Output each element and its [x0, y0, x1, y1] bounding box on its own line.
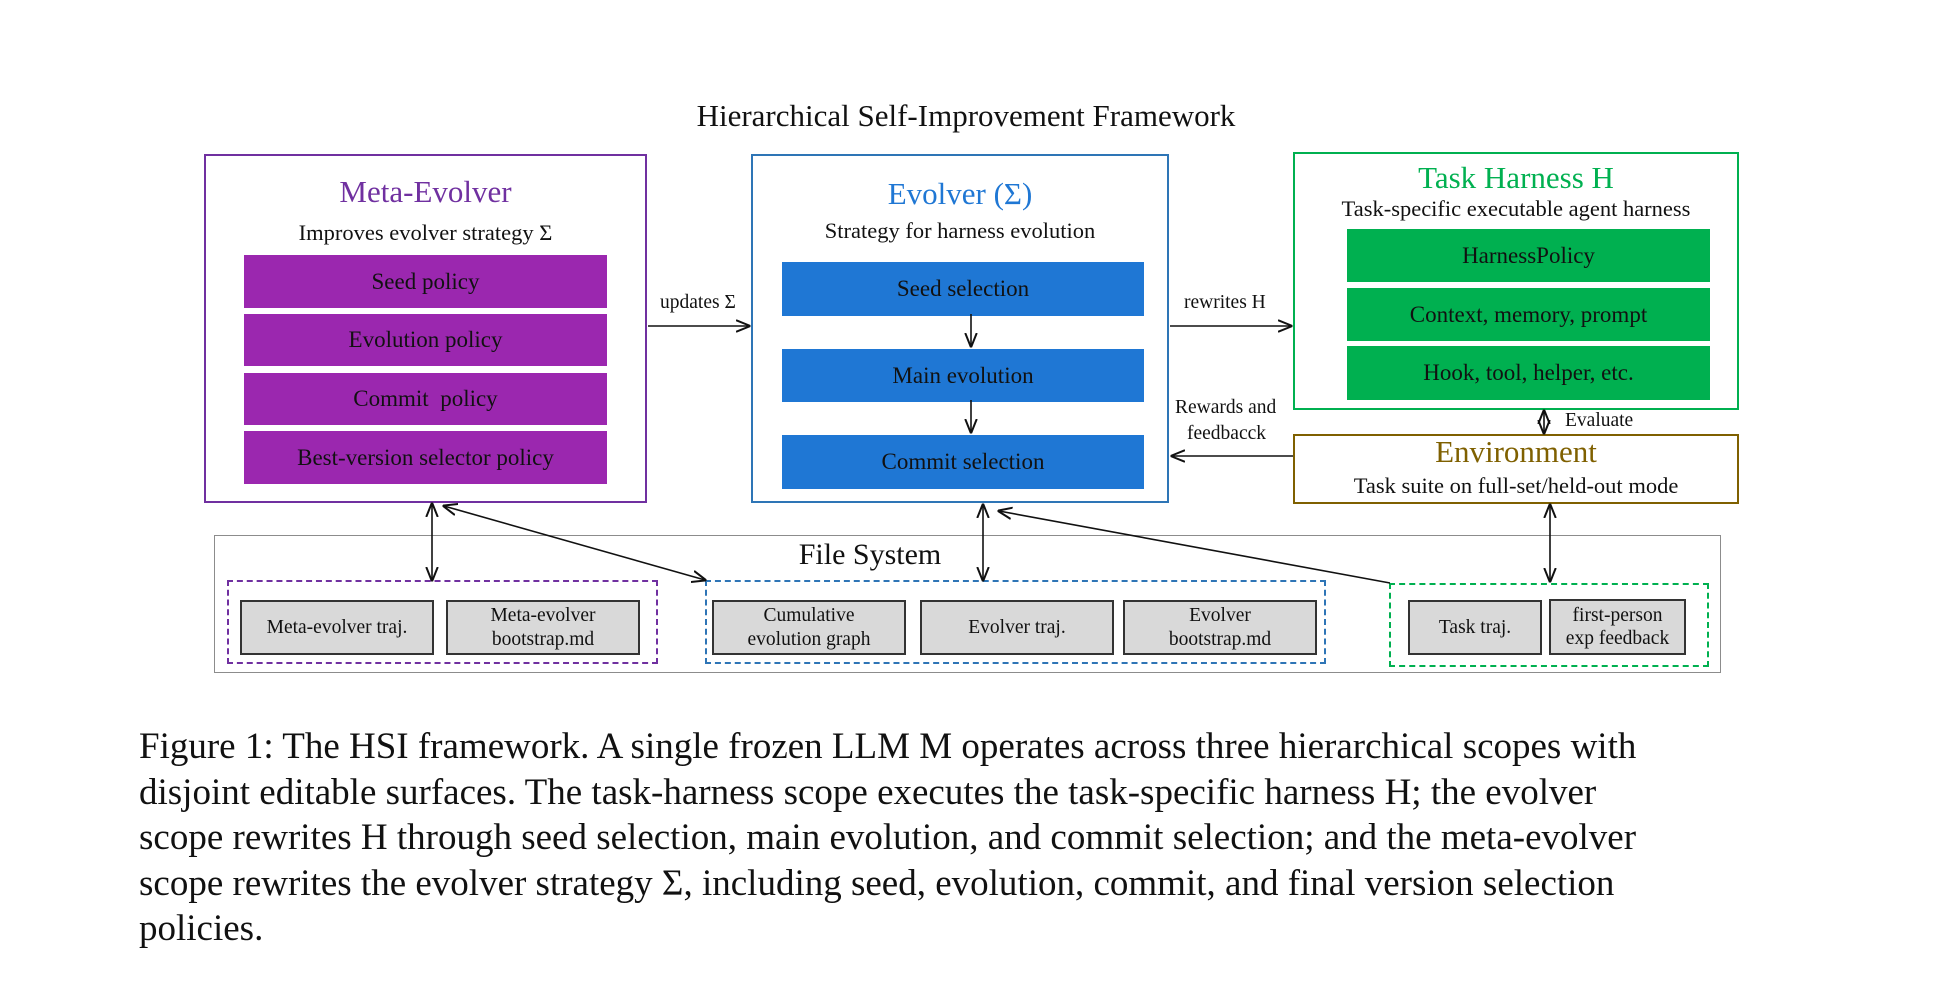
- environment-box: Environment Task suite on full-set/held-…: [1293, 434, 1739, 504]
- meta-evolver-bootstrap-file: Meta-evolver bootstrap.md: [446, 600, 640, 655]
- evolver-bootstrap-file: Evolver bootstrap.md: [1123, 600, 1317, 655]
- cumulative-evolution-graph-file: Cumulative evolution graph: [712, 600, 906, 655]
- file-system-box: File System: [214, 535, 1721, 673]
- evolver-files-group: [705, 580, 1326, 664]
- harness-policy-bar: HarnessPolicy: [1347, 229, 1710, 282]
- task-harness-box: Task Harness H Task-specific executable …: [1293, 152, 1739, 410]
- best-version-selector-policy-bar: Best-version selector policy: [244, 431, 607, 484]
- caption-line-3: scope rewrites H through seed selection,…: [139, 817, 1637, 858]
- context-memory-prompt-bar: Context, memory, prompt: [1347, 288, 1710, 341]
- commit-selection-bar: Commit selection: [782, 435, 1144, 489]
- task-files-group: [1389, 583, 1709, 667]
- task-files-to-evolver-arrow: [999, 511, 1391, 584]
- main-evolution-bar: Main evolution: [782, 349, 1144, 402]
- seed-policy-bar: Seed policy: [244, 255, 607, 308]
- evolver-subtitle: Strategy for harness evolution: [824, 218, 1096, 243]
- figure-title: Hierarchical Self-Improvement Framework: [696, 98, 1236, 133]
- evolver-traj-file: Evolver traj.: [920, 600, 1114, 655]
- figure-caption: Figure 1: The HSI framework. A single fr…: [139, 724, 1839, 952]
- meta-evolver-title: Meta-Evolver: [339, 174, 512, 209]
- commit-policy-bar: Commit policy: [244, 373, 607, 425]
- meta-evolver-subtitle: Improves evolver strategy Σ: [298, 220, 553, 245]
- first-person-exp-feedback-file: first-person exp feedback: [1549, 599, 1686, 655]
- meta-evolver-traj-file: Meta-evolver traj.: [240, 600, 434, 655]
- meta-evolver-box: Meta-Evolver Improves evolver strategy Σ…: [204, 154, 647, 503]
- rewards-label-line2: feedbacck: [1187, 423, 1267, 444]
- rewards-label-line1: Rewards and: [1175, 397, 1277, 418]
- hook-tool-helper-bar: Hook, tool, helper, etc.: [1347, 346, 1710, 400]
- environment-subtitle: Task suite on full-set/held-out mode: [1353, 473, 1679, 498]
- task-harness-subtitle: Task-specific executable agent harness: [1341, 196, 1691, 221]
- rewrites-label: rewrites H: [1184, 292, 1266, 313]
- seed-selection-bar: Seed selection: [782, 262, 1144, 316]
- caption-line-5: policies.: [139, 908, 264, 949]
- evolution-policy-bar: Evolution policy: [244, 314, 607, 366]
- task-harness-title: Task Harness H: [1418, 160, 1614, 195]
- evaluate-label: Evaluate: [1565, 410, 1634, 431]
- file-system-title: File System: [798, 538, 942, 571]
- environment-title: Environment: [1435, 434, 1597, 469]
- updates-label: updates Σ: [660, 292, 736, 313]
- meta-to-evolver-files-arrow: [444, 506, 705, 580]
- evolver-title: Evolver (Σ): [887, 176, 1033, 211]
- caption-line-4: scope rewrites the evolver strategy Σ, i…: [139, 862, 1615, 904]
- evolver-box: Evolver (Σ) Strategy for harness evoluti…: [751, 154, 1169, 503]
- caption-line-1: Figure 1: The HSI framework. A single fr…: [139, 726, 1637, 767]
- task-traj-file: Task traj.: [1408, 600, 1542, 655]
- caption-line-2: disjoint editable surfaces. The task-har…: [139, 771, 1597, 813]
